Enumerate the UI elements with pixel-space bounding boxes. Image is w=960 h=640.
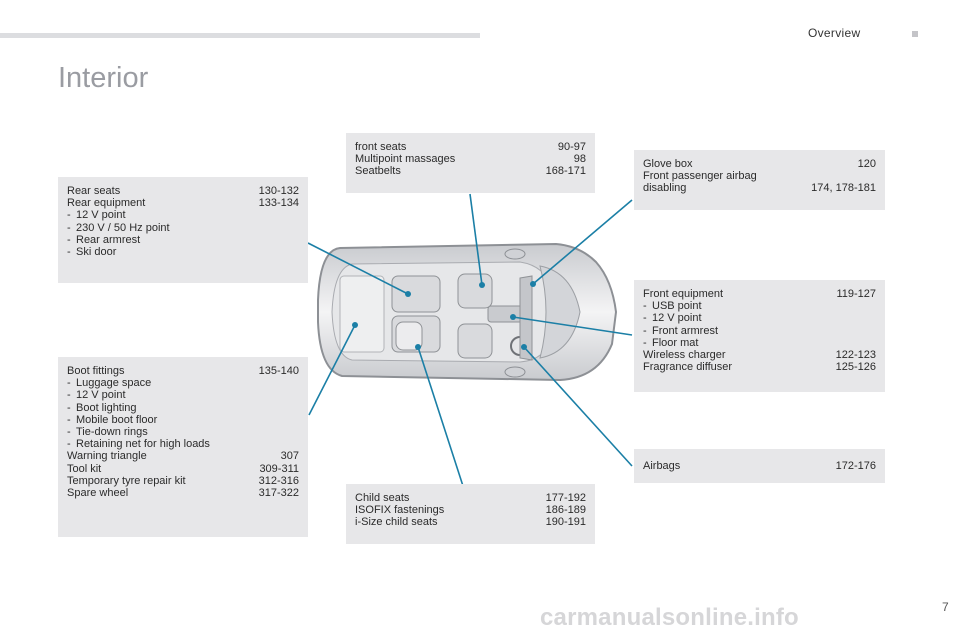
boot-sub-item: -Boot lighting xyxy=(67,401,137,414)
boot-sub-item: -Mobile boot floor xyxy=(67,413,158,426)
watermark: carmanualsonline.info xyxy=(540,604,799,631)
callout-glove xyxy=(532,199,633,285)
child-seats-row: Child seats 177-192 xyxy=(355,492,586,504)
child-seat xyxy=(395,321,423,351)
callout-lines xyxy=(307,193,633,487)
seatbelts-row: Seatbelts 168-171 xyxy=(355,165,586,178)
boot-fittings-row: Boot fittings 135-140 xyxy=(67,365,299,377)
page-number: 7 xyxy=(942,600,949,614)
glove-box-row: Glove box 120 xyxy=(643,158,876,170)
isize-row: i-Size child seats 190-191 xyxy=(355,516,586,529)
boot-sub-item: -Retaining net for high loads xyxy=(67,438,210,451)
callout-dots xyxy=(352,281,536,350)
front-equipment-sub-item: -Floor mat xyxy=(643,336,699,349)
front-equipment-sub-item: -USB point xyxy=(643,300,702,313)
rear-seats-box: Rear seats 130-132 Rear equipment 133-13… xyxy=(58,177,308,283)
front-seats-box: front seats 90-97 Multipoint massages 98… xyxy=(346,133,595,193)
callout-front-equipment xyxy=(512,316,633,336)
front-equipment-box: Front equipment 119-127 -USB point -12 V… xyxy=(634,280,885,392)
airbags-row: Airbags 172-176 xyxy=(643,460,876,472)
tool-kit-row: Tool kit 309-311 xyxy=(67,462,299,475)
rear-sub-item: -12 V point xyxy=(67,209,126,222)
left-mirror xyxy=(504,248,526,260)
callout-airbags xyxy=(523,346,633,467)
boot-sub-item: -Tie-down rings xyxy=(67,426,148,439)
front-equipment-sub-item: -Front armrest xyxy=(643,324,719,337)
boot-fittings-box: Boot fittings 135-140 -Luggage space -12… xyxy=(58,357,308,537)
windscreen xyxy=(539,265,581,359)
spare-wheel-row: Spare wheel 317-322 xyxy=(67,487,299,500)
rear-seat-left xyxy=(391,275,441,313)
rear-seats-row: Rear seats 130-132 xyxy=(67,185,299,197)
front-seat-right xyxy=(457,323,493,359)
passenger-airbag-label: Front passenger airbag xyxy=(643,170,757,183)
right-mirror xyxy=(504,366,526,378)
front-equipment-sub-item: -12 V point xyxy=(643,312,702,325)
rear-sub-item: -Ski door xyxy=(67,246,117,259)
callout-front-seats xyxy=(469,193,483,286)
isofix-row: ISOFIX fastenings 186-189 xyxy=(355,504,586,517)
airbags-box: Airbags 172-176 xyxy=(634,449,885,483)
passenger-airbag-row: disabling 174, 178-181 xyxy=(643,182,876,195)
rear-sub-item: -230 V / 50 Hz point xyxy=(67,221,170,234)
front-seat-left xyxy=(457,273,493,309)
boot-sub-item: -12 V point xyxy=(67,389,126,402)
callout-boot xyxy=(308,324,356,416)
rear-equipment-row: Rear equipment 133-134 xyxy=(67,197,299,210)
page-title: Interior xyxy=(58,62,149,94)
section-marker xyxy=(912,31,918,37)
rear-sub-item: -Rear armrest xyxy=(67,233,141,246)
front-seats-row: front seats 90-97 xyxy=(355,141,586,153)
child-seats-box: Child seats 177-192 ISOFIX fastenings 18… xyxy=(346,484,595,544)
wireless-charger-row: Wireless charger 122-123 xyxy=(643,349,876,362)
fragrance-diffuser-row: Fragrance diffuser 125-126 xyxy=(643,361,876,374)
header-bar xyxy=(0,33,480,38)
centre-console xyxy=(487,305,525,323)
callout-child xyxy=(417,346,464,487)
callout-rear xyxy=(307,242,409,295)
warning-triangle-row: Warning triangle 307 xyxy=(67,450,299,463)
tyre-repair-row: Temporary tyre repair kit 312-316 xyxy=(67,474,299,487)
glove-box-box: Glove box 120 Front passenger airbag dis… xyxy=(634,150,885,210)
section-title: Overview xyxy=(808,26,861,40)
boot-sub-item: -Luggage space xyxy=(67,377,152,390)
front-equipment-row: Front equipment 119-127 xyxy=(643,288,876,300)
multipoint-massages-row: Multipoint massages 98 xyxy=(355,153,586,166)
dashboard xyxy=(519,275,533,361)
